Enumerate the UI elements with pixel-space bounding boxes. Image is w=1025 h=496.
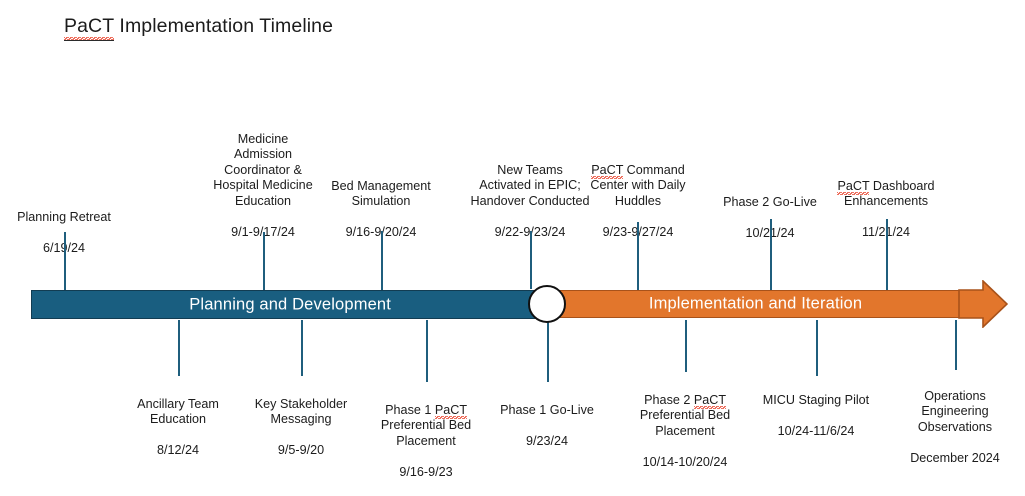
milestone-title-misspelled-word: PaCT bbox=[434, 402, 467, 419]
milestone-date: 9/1-9/17/24 bbox=[208, 225, 318, 241]
leader-line-phase-1-preferential-bed bbox=[426, 320, 428, 382]
timeline-bar: Planning and Development Implementation … bbox=[0, 280, 1025, 328]
leader-line-phase-2-preferential-bed bbox=[685, 320, 687, 372]
milestone-title: Phase 2 Go-Live bbox=[723, 194, 817, 209]
milestone-date: 10/24-11/6/24 bbox=[777, 423, 855, 438]
milestone-phase-2-go-live: Phase 2 Go-Live 10/21/24 bbox=[712, 179, 828, 257]
milestone-date: 9/5-9/20 bbox=[277, 443, 325, 458]
milestone-title: Operations Engineering Observations bbox=[917, 388, 993, 434]
milestone-title-misspelled-word: PaCT bbox=[591, 162, 624, 179]
segment-label-implementation-and-iteration: Implementation and Iteration bbox=[648, 294, 863, 313]
milestone-title-misspelled-word: PaCT bbox=[693, 392, 726, 409]
page-title-rest: Implementation Timeline bbox=[113, 15, 334, 37]
milestone-ancillary-team-education: Ancillary Team Education 8/12/24 bbox=[118, 381, 238, 475]
milestone-title-prefix: Phase 1 bbox=[385, 402, 435, 417]
milestone-title: Phase 1 Go-Live bbox=[500, 402, 594, 417]
milestone-title-rest: Dashboard Enhancements bbox=[843, 178, 935, 209]
milestone-date: 9/22-9/23/24 bbox=[470, 225, 590, 241]
milestone-title: Phase 1 PaCT Preferential Bed Placement bbox=[366, 402, 486, 450]
leader-line-operations-engineering bbox=[955, 320, 957, 370]
leader-line-micu-staging-pilot bbox=[816, 320, 818, 376]
milestone-title: PaCT Dashboard Enhancements bbox=[824, 178, 948, 210]
leader-line-bed-management bbox=[381, 231, 383, 290]
leader-line-phase-1-go-live bbox=[547, 320, 549, 382]
milestone-date: 10/14-10/20/24 bbox=[642, 454, 728, 469]
milestone-new-teams-activated-epic: New Teams Activated in EPIC; Handover Co… bbox=[470, 147, 590, 256]
milestone-title: Phase 2 PaCT Preferential Bed Placement bbox=[621, 392, 749, 440]
milestone-micu-staging-pilot: MICU Staging Pilot 10/24-11/6/24 bbox=[756, 377, 876, 455]
milestone-phase-2-pact-preferential-bed-placement: Phase 2 PaCT Preferential Bed Placement … bbox=[621, 377, 749, 486]
milestone-title-prefix: Phase 2 bbox=[644, 392, 694, 407]
milestone-title-rest: Command Center with Daily Huddles bbox=[590, 162, 686, 208]
milestone-title: MICU Staging Pilot bbox=[762, 392, 870, 407]
milestone-title: Ancillary Team Education bbox=[137, 396, 219, 427]
milestone-title: New Teams Activated in EPIC; Handover Co… bbox=[470, 162, 590, 208]
milestone-medicine-admission-coordinator: Medicine Admission Coordinator & Hospita… bbox=[208, 116, 318, 256]
leader-line-key-stakeholder-messaging bbox=[301, 320, 303, 376]
milestone-key-stakeholder-messaging: Key Stakeholder Messaging 9/5-9/20 bbox=[241, 381, 361, 475]
milestone-title-rest: Preferential Bed Placement bbox=[380, 418, 472, 448]
milestone-phase-1-go-live: Phase 1 Go-Live 9/23/24 bbox=[487, 387, 607, 465]
milestone-title: Bed Management Simulation bbox=[331, 178, 431, 209]
leader-line-planning-retreat bbox=[64, 232, 66, 290]
leader-line-ancillary-team-education bbox=[178, 320, 180, 376]
arrow-head-icon bbox=[958, 280, 1008, 328]
timeline-segment-implementation-and-iteration[interactable]: Implementation and Iteration bbox=[546, 290, 965, 318]
milestone-title: Key Stakeholder Messaging bbox=[254, 396, 348, 427]
timeline-segment-planning-and-development[interactable]: Planning and Development bbox=[31, 290, 550, 319]
milestone-title: Planning Retreat bbox=[17, 209, 111, 224]
milestone-bed-management-simulation: Bed Management Simulation 9/16-9/20/24 bbox=[326, 163, 436, 257]
milestone-date: December 2024 bbox=[910, 450, 1000, 465]
phase-junction-marker-icon bbox=[528, 285, 566, 323]
milestone-title-rest: Preferential Bed Placement bbox=[639, 408, 731, 438]
milestone-phase-1-pact-preferential-bed-placement: Phase 1 PaCT Preferential Bed Placement … bbox=[366, 387, 486, 496]
leader-line-pact-dashboard bbox=[886, 219, 888, 290]
milestone-title: PaCT Command Center with Daily Huddles bbox=[575, 162, 701, 210]
leader-line-medicine-admission bbox=[263, 232, 265, 290]
milestone-planning-retreat: Planning Retreat 6/19/24 bbox=[4, 194, 124, 272]
milestone-operations-engineering-observations: Operations Engineering Observations Dece… bbox=[895, 373, 1015, 482]
milestone-date: 9/23/24 bbox=[525, 433, 569, 448]
leader-line-pact-command-center bbox=[637, 222, 639, 290]
page-title-misspelled-word: PaCT bbox=[64, 15, 114, 41]
milestone-date: 9/16-9/20/24 bbox=[326, 225, 436, 241]
leader-line-new-teams-epic bbox=[530, 231, 532, 289]
milestone-title-misspelled-word: PaCT bbox=[837, 178, 870, 195]
milestone-title: Medicine Admission Coordinator & Hospita… bbox=[213, 131, 313, 208]
leader-line-phase-2-go-live bbox=[770, 219, 772, 290]
milestone-date: 8/12/24 bbox=[156, 443, 200, 458]
milestone-date: 9/16-9/23 bbox=[399, 464, 453, 479]
segment-label-planning-and-development: Planning and Development bbox=[189, 295, 391, 313]
page-title: PaCT Implementation Timeline bbox=[64, 13, 334, 41]
